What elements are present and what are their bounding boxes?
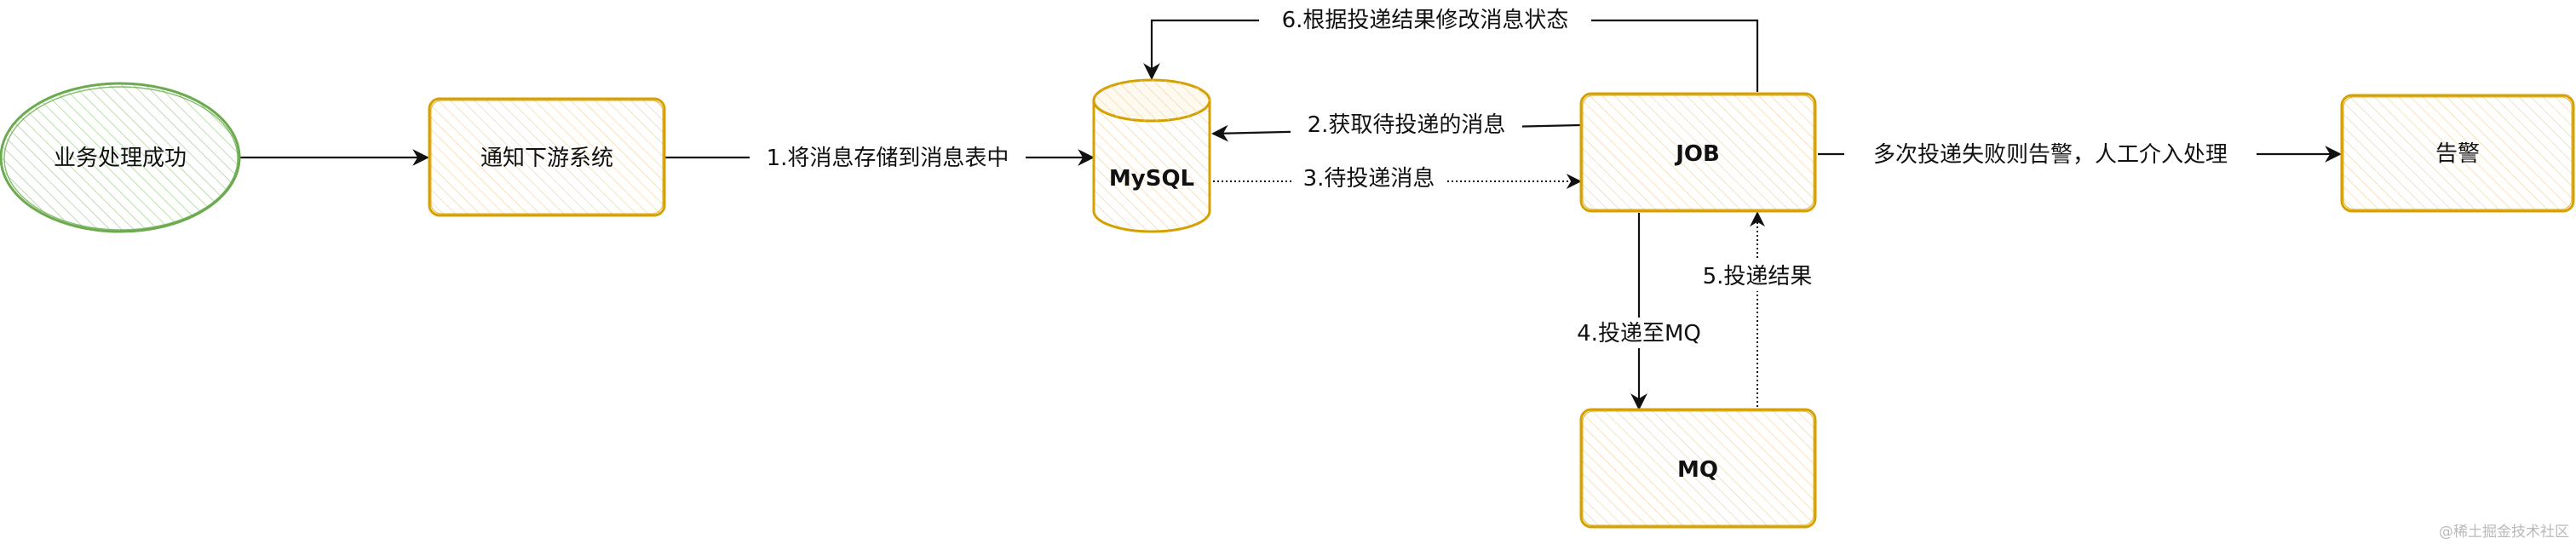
node-job-label: JOB xyxy=(1674,141,1720,167)
edge-5-label: 5.投递结果 xyxy=(1703,264,1813,289)
node-alarm: 告警 xyxy=(2340,94,2575,213)
node-job: JOB xyxy=(1579,92,1817,213)
node-notify-label: 通知下游系统 xyxy=(480,146,613,171)
node-business-label: 业务处理成功 xyxy=(54,146,187,171)
node-mq-label: MQ xyxy=(1677,457,1718,483)
node-business-success: 业务处理成功 xyxy=(0,82,241,233)
edge-1-label: 1.将消息存储到消息表中 xyxy=(767,146,1009,171)
node-mq: MQ xyxy=(1579,408,1817,529)
node-notify-downstream: 通知下游系统 xyxy=(428,97,666,217)
edge-7-label: 多次投递失败则告警，人工介入处理 xyxy=(1873,142,2228,168)
edge-3-label: 3.待投递消息 xyxy=(1303,166,1435,192)
node-alarm-label: 告警 xyxy=(2435,141,2480,167)
node-mysql-label: MySQL xyxy=(1109,166,1194,192)
edge-2-label: 2.获取待投递的消息 xyxy=(1308,112,1506,138)
edge-4-label: 4.投递至MQ xyxy=(1577,321,1701,346)
watermark: @稀土掘金技术社区 xyxy=(2439,524,2569,541)
node-mysql: MySQL xyxy=(1092,78,1211,233)
edge-6-label: 6.根据投递结果修改消息状态 xyxy=(1282,8,1569,33)
